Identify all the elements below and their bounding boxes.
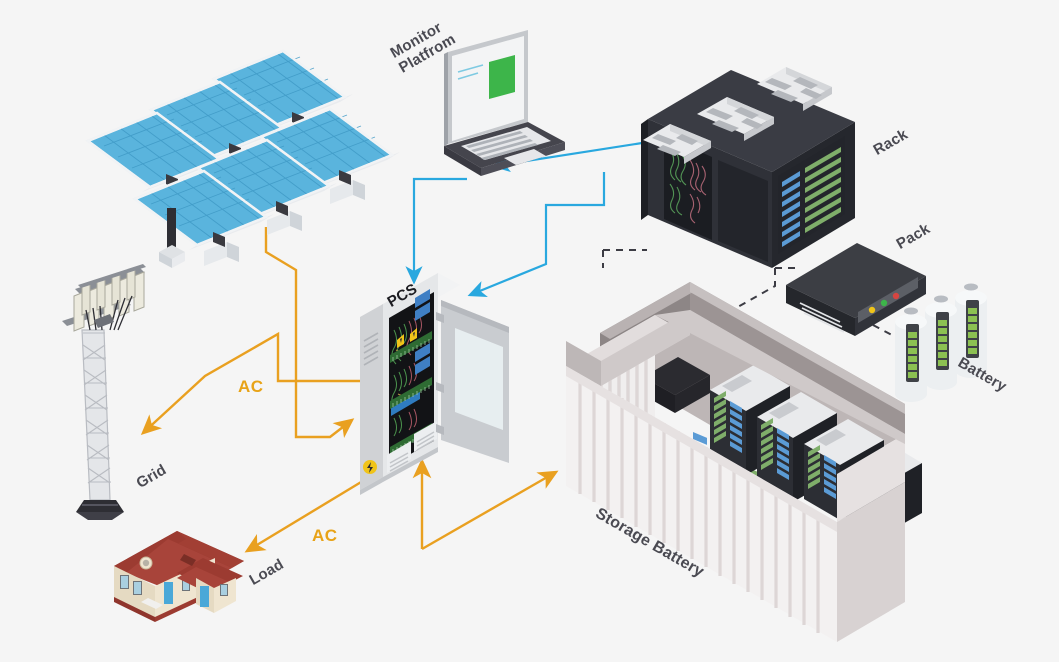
battery-pack[interactable] (786, 243, 926, 336)
flow-pcs-to-load (244, 468, 382, 553)
rack-control-unit (757, 67, 832, 111)
storage-container[interactable] (566, 282, 922, 642)
pcs-cabinet[interactable] (360, 273, 509, 495)
battery-cell (955, 283, 987, 378)
flow-pcs-to-monitor (405, 177, 467, 285)
battery-cell (895, 307, 927, 402)
battery-cells[interactable] (895, 283, 987, 403)
house-load[interactable] (114, 531, 244, 622)
battery-rack[interactable] (641, 67, 855, 543)
rack-control-unit (697, 97, 774, 141)
monitor-laptop[interactable] (444, 30, 565, 176)
rack-control-unit (643, 124, 711, 164)
battery-cell (925, 295, 957, 390)
flow-rack-to-pcs (467, 172, 606, 297)
label-ac-lower: AC (312, 526, 338, 545)
flow-pcs-to-grid (140, 331, 363, 435)
pack-led-yellow (868, 306, 876, 314)
flow-solar-to-pcs (264, 227, 355, 439)
label-ac-upper: AC (238, 377, 264, 396)
grid-tower[interactable] (62, 264, 146, 520)
pack-led-red (892, 292, 900, 300)
pack-led-green (880, 299, 888, 307)
flow-container-to-pcs (412, 458, 559, 551)
solar-array[interactable] (85, 49, 400, 268)
solar-panel (132, 169, 274, 268)
